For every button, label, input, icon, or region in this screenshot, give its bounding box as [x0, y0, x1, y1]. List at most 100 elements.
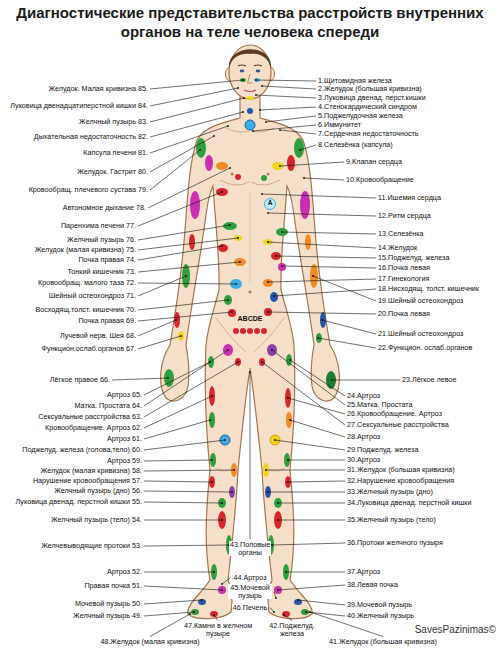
leader-line [290, 420, 345, 437]
organ-zone [223, 344, 233, 356]
leader-dot [261, 193, 263, 195]
eyebrow [238, 65, 262, 66]
mouth [244, 90, 256, 92]
leader-line [278, 585, 345, 590]
organ-label: 8.Селезёнка (капсула) [318, 141, 393, 149]
leader-dot [193, 611, 195, 613]
organ-label: Капсула печени 81. [83, 149, 148, 157]
organ-label: 39.Мочевой пузырь [347, 601, 412, 609]
organ-label: 34.Луковица двенад. перстной кишки [347, 499, 471, 507]
leader-line [150, 112, 243, 137]
leader-dot [317, 337, 319, 339]
leader-dot [255, 94, 257, 96]
leader-line [288, 460, 345, 461]
leader-dot [281, 265, 283, 267]
leader-dot [305, 611, 307, 613]
organ-label: 12.Ритм сердца [378, 212, 431, 220]
organ-zone [209, 412, 215, 428]
leader-line [268, 213, 376, 216]
organ-zone [265, 199, 276, 210]
organ-zone [220, 435, 230, 445]
leader-line [266, 116, 316, 122]
leader-line [144, 481, 212, 482]
organ-zone [224, 295, 232, 305]
leader-line [300, 145, 316, 150]
organ-label: 5.Поджелудочная железа [318, 112, 403, 120]
organ-zone [286, 412, 292, 428]
eye [256, 70, 261, 73]
leader-dot [201, 599, 203, 601]
leader-dot [231, 311, 233, 313]
organ-label: 19.Шейный остеохондроз [378, 297, 463, 305]
organ-label: 13.Селезёнка [378, 230, 424, 238]
leader-dot [242, 79, 244, 81]
leader-dot [271, 544, 273, 546]
organ-label: 46.Печень [232, 604, 268, 612]
organ-zone [240, 328, 246, 334]
organ-label: 43.Половые органы [229, 541, 271, 556]
organ-zone [247, 328, 253, 334]
leader-dot [209, 419, 211, 421]
organ-label: 17.Гинекология [378, 275, 429, 283]
leader-dot [274, 439, 276, 441]
leader-line [150, 98, 244, 122]
leader-line [144, 586, 222, 590]
organ-label: Желудок. Малая кривизна 85. [48, 85, 148, 93]
organ-label: Функцион.ослаб.органов 67. [42, 345, 136, 353]
organ-label: 22.Функцион. ослаб.органов [378, 344, 472, 352]
leader-dot [221, 589, 223, 591]
organ-zone [263, 279, 273, 287]
leader-line [288, 481, 345, 482]
leader-line [144, 440, 225, 450]
organ-label: Матка. Простата 64. [75, 402, 143, 410]
organ-label: 33.Желчный пузырь (дно) [347, 488, 433, 496]
leader-dot [299, 149, 301, 151]
organ-label: 26.Кровообращение. Артроз [347, 410, 442, 418]
leader-dot [243, 97, 245, 99]
organ-label: 7.Сердечная недостаточность [318, 130, 419, 138]
organ-label: Желчный пузырь 76. [67, 236, 136, 244]
organ-zone [205, 155, 213, 171]
leader-dot [242, 111, 244, 113]
organ-label: 38.Левая почка [347, 581, 398, 589]
organ-label: 45.Мочевой пузырь [228, 584, 272, 599]
leader-line [138, 336, 181, 349]
leader-dot [267, 281, 269, 283]
organ-label: 28.Артроз [347, 433, 380, 441]
leader-line [274, 592, 276, 598]
organ-zone [259, 358, 265, 366]
organ-label: Поджелуд. железа (голова,тело) 60. [22, 446, 142, 454]
leader-line [138, 283, 236, 284]
leader-line [262, 362, 345, 425]
leader-dot [275, 255, 277, 257]
organ-zone [189, 234, 195, 250]
leader-dot [239, 261, 241, 263]
leader-dot [175, 319, 177, 321]
leader-dot [213, 571, 215, 573]
leader-line [282, 232, 376, 234]
leader-line [304, 178, 344, 180]
organ-zone [216, 188, 228, 196]
organ-label: Желудок (малая кривизна) 58. [41, 467, 142, 475]
leader-dot [259, 109, 261, 111]
leader-dot [297, 599, 299, 601]
organ-label: 31.Желудок (большая кривизна) [347, 466, 455, 474]
organ-zone [178, 331, 184, 341]
leader-line [280, 130, 316, 134]
leader-line [313, 276, 376, 301]
organ-label: Желчный пузырь (тело) 54. [51, 516, 142, 524]
organ-label: Желудок (малая кривизна) 75. [35, 246, 136, 254]
organ-label: Сексуальные расстройства 63. [38, 413, 142, 421]
leader-line [144, 420, 210, 439]
organ-zone [218, 244, 228, 252]
leader-line [150, 88, 238, 106]
organ-zone [285, 388, 291, 408]
organ-zone [254, 328, 260, 334]
leader-line [138, 320, 176, 336]
leader-dot [289, 359, 291, 361]
organ-label: 23.Лёгкое левое [402, 376, 456, 384]
leader-line [144, 572, 214, 573]
organ-label: Кровообращение. Артроз 62. [45, 424, 142, 432]
